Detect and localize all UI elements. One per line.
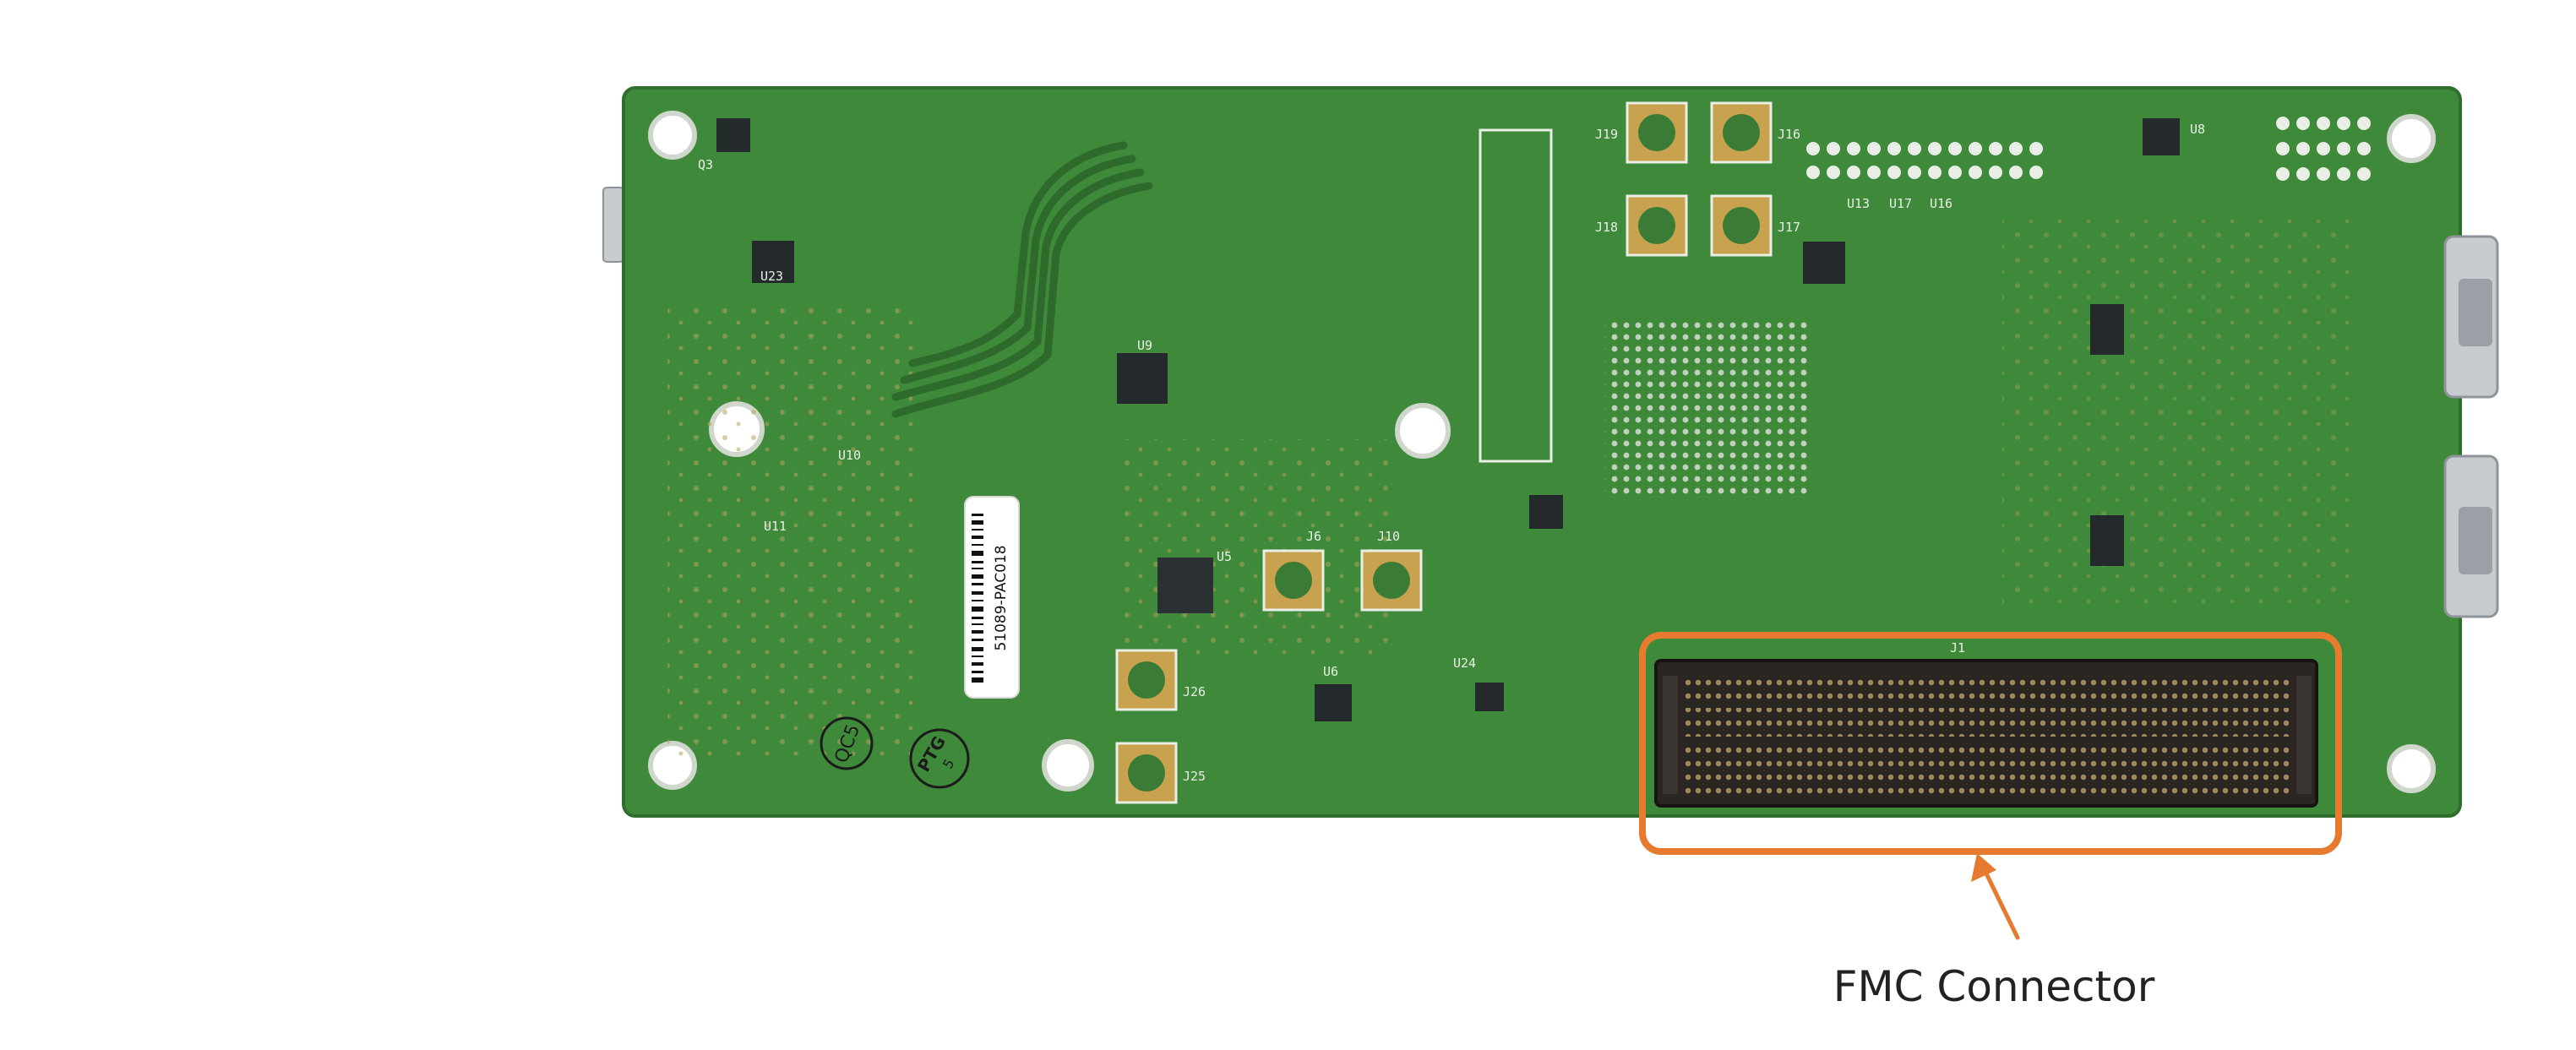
ref-u24: U24 xyxy=(1453,656,1476,671)
fmc-callout-box xyxy=(1639,632,2342,855)
via-field-left xyxy=(667,304,921,760)
ref-j6: J6 xyxy=(1306,529,1321,544)
ref-q3: Q3 xyxy=(698,157,713,172)
via-field-right xyxy=(2002,220,2357,608)
barcode-text: 51089-PAC018 xyxy=(993,545,1010,650)
ref-u16: U16 xyxy=(1930,196,1952,211)
fmc-connector-label: FMC Connector xyxy=(1833,962,2155,1011)
ref-u10: U10 xyxy=(838,448,861,463)
ref-j16: J16 xyxy=(1778,127,1800,142)
copper-pads xyxy=(1115,101,1773,804)
ref-j10: J10 xyxy=(1377,529,1400,544)
ref-j26: J26 xyxy=(1183,684,1206,699)
ref-u13: U13 xyxy=(1847,196,1870,211)
fmc-connector xyxy=(1654,659,2318,808)
barcode-label: 51089-PAC018 xyxy=(964,496,1020,699)
right-side-connectors xyxy=(2443,235,2499,618)
trace-bundle xyxy=(891,141,1153,418)
via-field-mid xyxy=(1124,439,1394,659)
ref-u11: U11 xyxy=(764,519,787,534)
bga-footprint xyxy=(1605,321,1808,498)
header-holes xyxy=(1806,117,2371,181)
ref-j19: J19 xyxy=(1595,127,1618,142)
ic-chips xyxy=(716,118,2180,721)
ref-j1: J1 xyxy=(1950,640,1965,656)
ref-j17: J17 xyxy=(1778,220,1800,235)
left-side-connector xyxy=(602,187,624,263)
ref-j25: J25 xyxy=(1183,769,1206,784)
ref-u6: U6 xyxy=(1323,664,1338,679)
callout-arrow xyxy=(1971,853,2020,940)
ref-u8: U8 xyxy=(2190,122,2205,137)
ref-u9: U9 xyxy=(1137,338,1152,353)
silkscreen-box xyxy=(1479,128,1553,463)
ref-j18: J18 xyxy=(1595,220,1618,235)
ref-u23: U23 xyxy=(760,269,783,284)
ref-u5: U5 xyxy=(1217,549,1232,564)
ref-u17: U17 xyxy=(1889,196,1912,211)
